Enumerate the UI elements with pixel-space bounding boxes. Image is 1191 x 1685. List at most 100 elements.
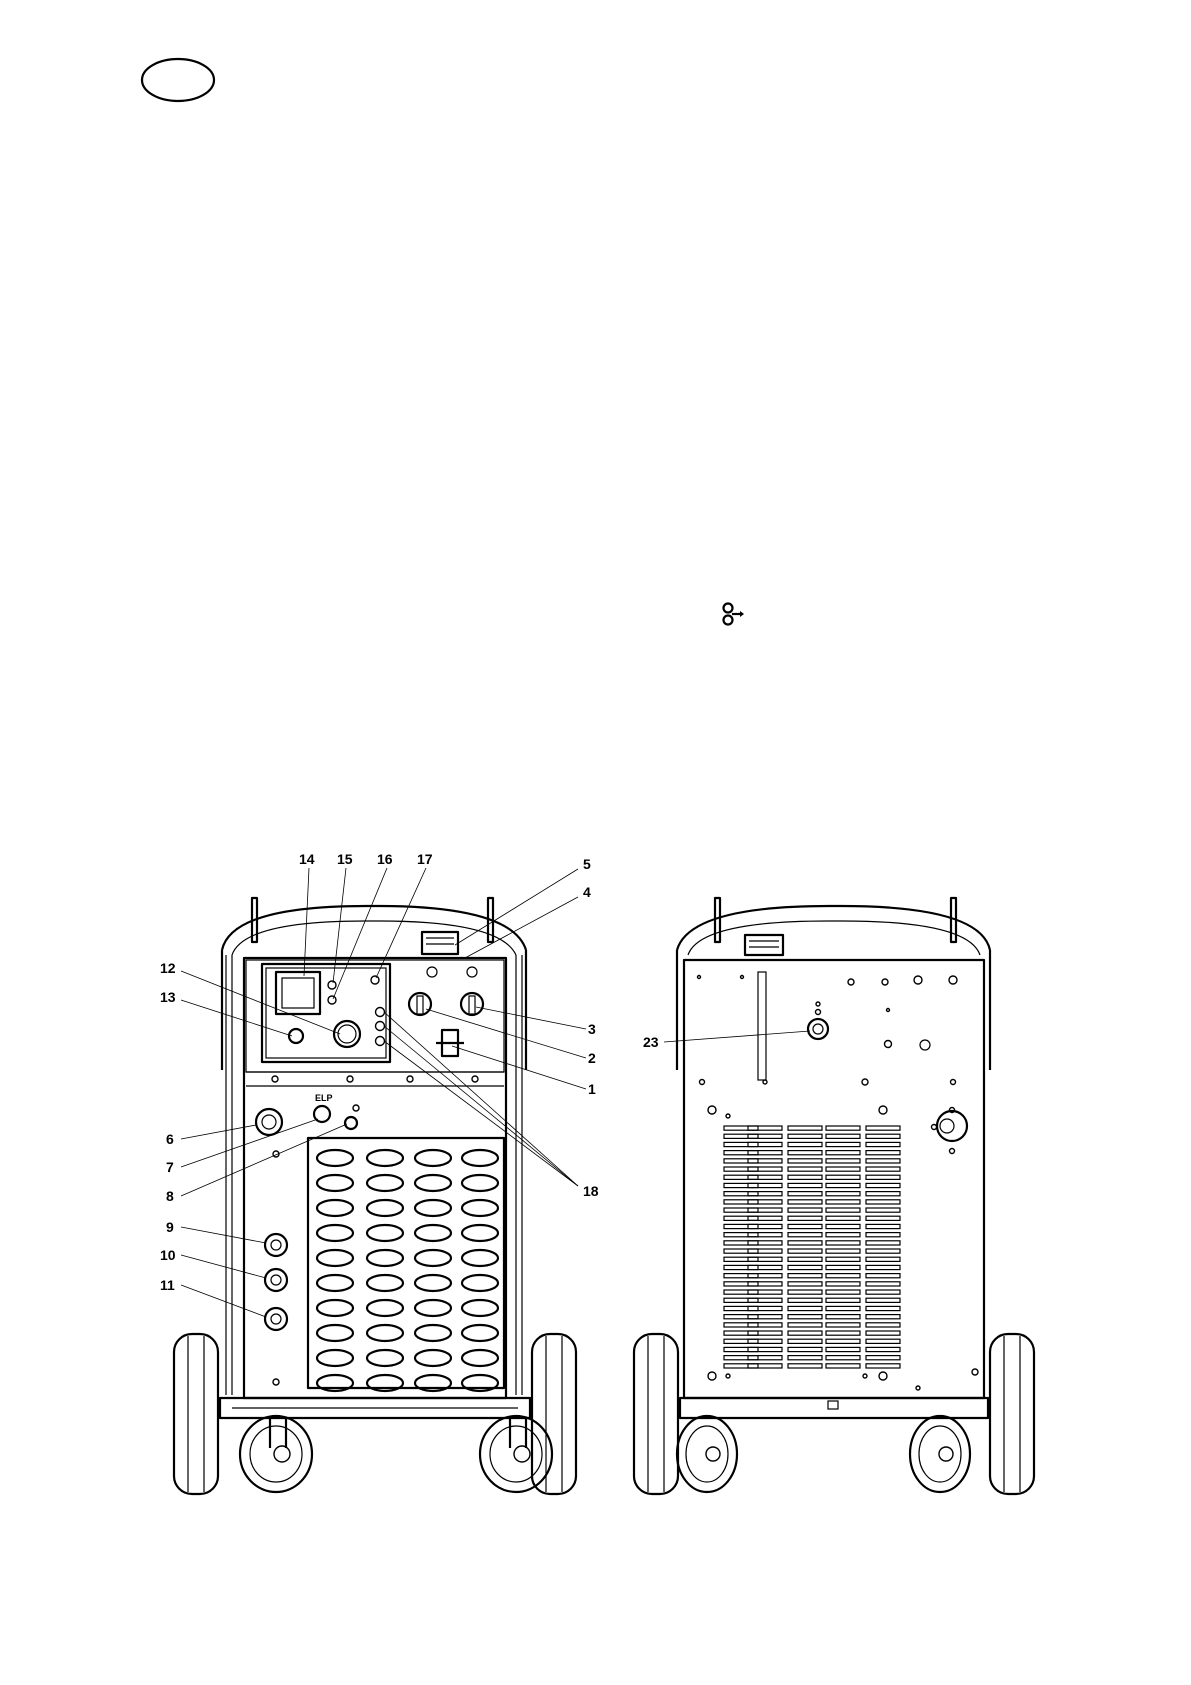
socket-9	[265, 1234, 287, 1256]
rear-vent-slot	[826, 1192, 860, 1196]
rear-left-wheel	[634, 1334, 678, 1494]
rear-vent-slot	[826, 1257, 860, 1261]
rear-vent-slot	[724, 1265, 758, 1269]
rear-vent-slot	[748, 1249, 782, 1253]
louvre-slot	[367, 1275, 403, 1291]
rear-vent-slot	[724, 1323, 758, 1327]
callout-17: 17	[417, 851, 433, 867]
rear-vent-slot	[724, 1315, 758, 1319]
rear-vent-slot	[866, 1208, 900, 1212]
rear-vent-slot	[748, 1200, 782, 1204]
louvre-slot	[415, 1275, 451, 1291]
louvre-slot	[367, 1225, 403, 1241]
callout-13: 13	[160, 989, 176, 1005]
front-right-castor	[480, 1416, 552, 1492]
louvre-slot	[462, 1175, 498, 1191]
rear-vent-slot	[826, 1323, 860, 1327]
rear-vent-slot	[826, 1347, 860, 1351]
rear-vent-slot	[788, 1224, 822, 1228]
rear-vent-slot	[748, 1347, 782, 1351]
rear-vent-slot	[866, 1159, 900, 1163]
rear-ventilation-grille	[724, 1126, 900, 1368]
rear-vent-slot	[826, 1208, 860, 1212]
rear-vent-slot	[866, 1315, 900, 1319]
rear-vent-slot	[788, 1200, 822, 1204]
rear-vent-slot	[866, 1306, 900, 1310]
rear-cable-entry	[937, 1111, 967, 1141]
rear-vent-slot	[788, 1306, 822, 1310]
rear-vent-slot	[866, 1241, 900, 1245]
rear-vent-slot	[748, 1315, 782, 1319]
rear-vent-slot	[788, 1159, 822, 1163]
rear-vent-slot	[724, 1356, 758, 1360]
rear-vent-slot	[748, 1134, 782, 1138]
callout-2: 2	[588, 1050, 596, 1066]
callout-14: 14	[299, 851, 315, 867]
rear-vent-slot	[748, 1265, 782, 1269]
louvre-slot	[462, 1200, 498, 1216]
callout-8: 8	[166, 1188, 174, 1204]
rear-vent-slot	[724, 1151, 758, 1155]
rear-vent-slot	[748, 1331, 782, 1335]
louvre-slot	[415, 1325, 451, 1341]
rear-vent-slot	[788, 1241, 822, 1245]
rear-vent-slot	[788, 1257, 822, 1261]
rear-vent-slot	[826, 1282, 860, 1286]
louvre-slot	[415, 1225, 451, 1241]
callout-23: 23	[643, 1034, 659, 1050]
rear-vent-slot	[866, 1142, 900, 1146]
louvre-slot	[317, 1300, 353, 1316]
front-right-wheel	[532, 1334, 576, 1494]
louvre-slot	[462, 1325, 498, 1341]
rear-vent-slot	[748, 1183, 782, 1187]
rear-vent-slot	[788, 1331, 822, 1335]
rear-vent-slot	[788, 1315, 822, 1319]
rear-vent-slot	[866, 1265, 900, 1269]
rear-vent-slot	[748, 1224, 782, 1228]
rear-view: 23	[634, 898, 1034, 1494]
rear-vent-slot	[724, 1257, 758, 1261]
rear-vent-slot	[826, 1339, 860, 1343]
callout-6: 6	[166, 1131, 174, 1147]
rear-vent-slot	[724, 1364, 758, 1368]
rear-vent-slot	[788, 1192, 822, 1196]
rear-vent-slot	[866, 1274, 900, 1278]
louvre-slot	[317, 1275, 353, 1291]
rear-vent-slot	[826, 1315, 860, 1319]
rear-vent-slot	[788, 1298, 822, 1302]
callout-1: 1	[588, 1081, 596, 1097]
rear-vent-slot	[788, 1347, 822, 1351]
rear-vent-slot	[788, 1339, 822, 1343]
rear-vent-slot	[826, 1224, 860, 1228]
rear-vent-slot	[788, 1323, 822, 1327]
rear-vent-slot	[724, 1183, 758, 1187]
callout-5: 5	[583, 856, 591, 872]
rear-vent-slot	[826, 1356, 860, 1360]
rear-vent-slot	[724, 1216, 758, 1220]
callout-15: 15	[337, 851, 353, 867]
rear-vent-slot	[826, 1364, 860, 1368]
rear-vent-slot	[788, 1233, 822, 1237]
rear-vent-slot	[866, 1257, 900, 1261]
front-left-castor	[240, 1416, 312, 1492]
callout-11: 11	[160, 1277, 175, 1293]
rear-vent-slot	[724, 1159, 758, 1163]
louvre-slot	[317, 1225, 353, 1241]
rear-vent-slot	[748, 1142, 782, 1146]
rear-vent-slot	[748, 1241, 782, 1245]
rear-vent-slot	[748, 1298, 782, 1302]
rear-vent-slot	[788, 1265, 822, 1269]
rear-vent-slot	[866, 1233, 900, 1237]
rear-vent-slot	[748, 1233, 782, 1237]
rear-vent-slot	[826, 1331, 860, 1335]
rear-vent-slot	[748, 1167, 782, 1171]
louvre-slot	[317, 1200, 353, 1216]
rear-vent-slot	[748, 1151, 782, 1155]
language-marker-icon	[142, 59, 214, 101]
rear-vent-slot	[866, 1192, 900, 1196]
louvre-slot	[317, 1175, 353, 1191]
front-view: ELP	[160, 851, 599, 1494]
rear-vent-slot	[826, 1241, 860, 1245]
louvre-slot	[367, 1325, 403, 1341]
rear-vent-slot	[724, 1347, 758, 1351]
